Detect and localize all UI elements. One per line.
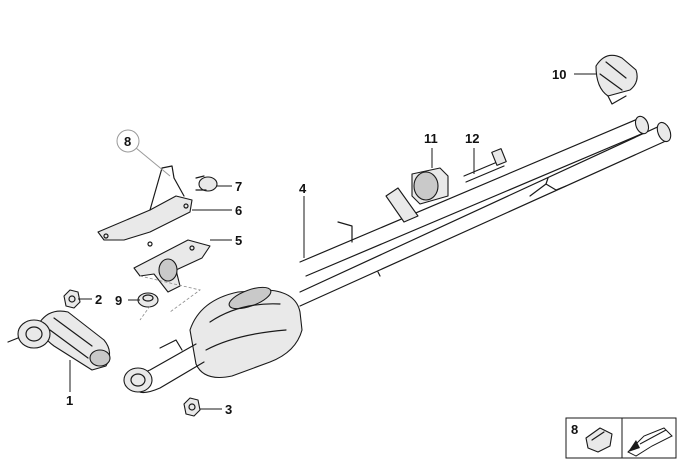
callout-8: 8 xyxy=(124,134,131,149)
callout-4: 4 xyxy=(299,181,307,196)
callout-6: 6 xyxy=(235,203,242,218)
clamp-part-10[interactable] xyxy=(595,54,638,105)
bolt-part-12[interactable] xyxy=(463,148,507,183)
legend-number: 8 xyxy=(571,422,578,437)
catalytic-converter[interactable] xyxy=(123,283,303,394)
callout-7: 7 xyxy=(235,179,242,194)
callout-8-circle xyxy=(116,129,140,153)
bracket-part-6[interactable] xyxy=(97,165,193,247)
callout-9: 9 xyxy=(115,293,122,308)
callout-1: 1 xyxy=(66,393,73,408)
callout-11: 11 xyxy=(424,131,438,146)
leader-8 xyxy=(135,147,171,177)
nut-part-3[interactable] xyxy=(183,397,201,417)
callout-5: 5 xyxy=(235,233,242,248)
callout-12: 12 xyxy=(465,131,479,146)
callout-10: 10 xyxy=(552,67,566,82)
callout-3: 3 xyxy=(225,402,232,417)
grommet-part-9[interactable] xyxy=(137,292,159,308)
callout-2: 2 xyxy=(95,292,102,307)
rubber-mount-part-5[interactable] xyxy=(133,239,211,293)
rubber-bush-part-11[interactable] xyxy=(411,167,449,205)
direction-arrow-icon xyxy=(627,427,673,457)
nut-part-2[interactable] xyxy=(63,289,81,309)
bolt-part-7[interactable] xyxy=(195,175,218,192)
pipe-hanger-bracket[interactable] xyxy=(385,187,419,223)
clip-icon xyxy=(585,427,613,453)
front-catalytic-converter[interactable] xyxy=(7,310,111,371)
legend-box: 8 xyxy=(565,417,677,459)
rear-pipe-assembly[interactable] xyxy=(299,114,673,307)
